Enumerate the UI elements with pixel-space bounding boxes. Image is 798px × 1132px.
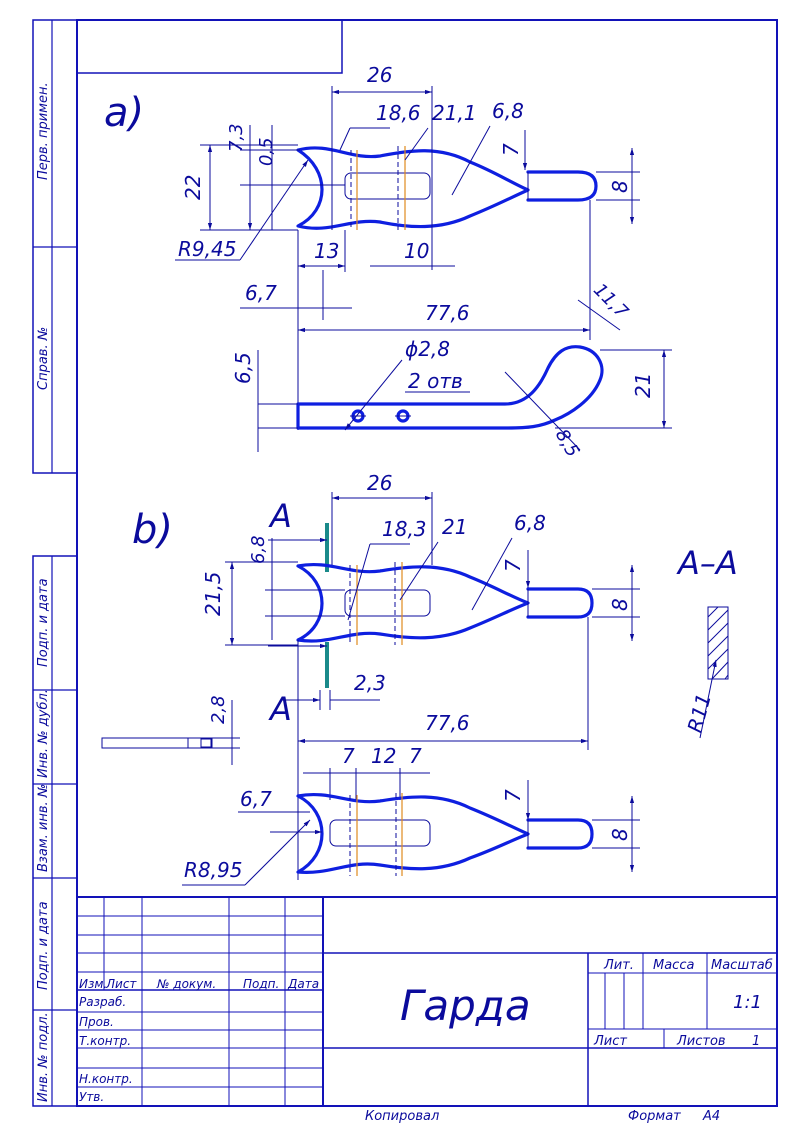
tb-sheets-value: 1 xyxy=(752,1034,760,1049)
guard-a-slot xyxy=(344,172,431,200)
tb-izm: Изм. xyxy=(79,977,107,991)
footer-kopiroval: Копировал xyxy=(365,1109,439,1124)
dim-a-22: 22 xyxy=(181,175,205,200)
dim-a-6-5: 6,5 xyxy=(231,352,255,384)
dim-b-12: 12 xyxy=(371,744,396,768)
dim-b-2-8: 2,8 xyxy=(208,695,229,724)
dim-b-6-7: 6,7 xyxy=(240,787,272,811)
footer-format-value: А4 xyxy=(702,1109,720,1124)
dim-b-8: 8 xyxy=(608,598,632,611)
tb-podp: Подп. xyxy=(243,977,279,991)
dim-b-6-8: 6,8 xyxy=(514,511,546,535)
section-a-top: A xyxy=(268,497,292,535)
tb-utv: Утв. xyxy=(79,1090,104,1104)
dim-b-7a: 7 xyxy=(342,744,355,768)
dim-a-11-7: 11,7 xyxy=(589,279,633,323)
tb-masshtab: Масштаб xyxy=(711,958,773,973)
tb-massa: Масса xyxy=(653,958,694,973)
dim-b-8-low: 8 xyxy=(608,828,632,841)
tb-n-dokum: № докум. xyxy=(156,977,216,991)
dim-a-18-6: 18,6 xyxy=(376,101,421,125)
section-a-a-label: A–A xyxy=(676,544,738,582)
sheet-frame xyxy=(32,19,778,1107)
dim-a-26: 26 xyxy=(367,63,392,87)
stamp-podp-data-1: Подп. и дата xyxy=(36,578,51,667)
dim-b-18-3: 18,3 xyxy=(382,517,427,541)
stamp-perv-primen: Перв. примен. xyxy=(36,82,51,180)
title-block-text: Изм. Лист № докум. Подп. Дата Разраб. Пр… xyxy=(79,958,773,1104)
guard-b-top-outline xyxy=(296,563,530,643)
footer: Копировал Формат А4 xyxy=(365,1109,720,1124)
dim-b-6-8-left: 6,8 xyxy=(248,535,269,564)
view-a: a) 26 18,6 21,1 6,8 7 8 22 7,3 0,5 R9,45… xyxy=(104,63,672,461)
stamp-podp-data-2: Подп. и дата xyxy=(36,901,51,990)
dim-a-77-6: 77,6 xyxy=(425,301,470,325)
dim-a-10: 10 xyxy=(404,239,429,263)
footer-format: Формат xyxy=(628,1109,681,1124)
tb-nkontr: Н.контр. xyxy=(79,1072,133,1086)
section-a-a-profile xyxy=(707,606,729,680)
dim-a-13: 13 xyxy=(314,239,339,263)
dim-b-77-6: 77,6 xyxy=(425,711,470,735)
section-hatching xyxy=(707,606,729,680)
dim-b-r11: R11 xyxy=(683,691,716,735)
dim-a-8-5: 8,5 xyxy=(551,426,584,461)
dim-b-7: 7 xyxy=(501,559,525,572)
dim-a-6-7: 6,7 xyxy=(245,281,277,305)
dim-a-6-8: 6,8 xyxy=(492,99,524,123)
dim-a-phi2-8: ϕ2,8 xyxy=(405,337,450,361)
title-block xyxy=(77,896,777,1106)
tb-scale-value: 1:1 xyxy=(733,992,762,1013)
guard-a-top-outline xyxy=(296,146,530,230)
tb-title: Гарда xyxy=(400,981,531,1030)
guard-b-bottom-outline xyxy=(296,793,530,874)
dim-a-7-3: 7,3 xyxy=(226,123,247,152)
stamp-sprav-no: Справ. № xyxy=(36,327,51,390)
view-a-label: a) xyxy=(104,90,144,136)
dim-a-8: 8 xyxy=(608,180,632,193)
tb-prov: Пров. xyxy=(79,1015,114,1029)
dim-b-21-5: 21,5 xyxy=(201,571,225,616)
dim-b-r8-95: R8,95 xyxy=(184,858,242,882)
view-b-label: b) xyxy=(132,507,173,553)
dim-b-2-3: 2,3 xyxy=(354,671,386,695)
tb-sheet-label: Лист xyxy=(593,1034,627,1049)
tb-razrab: Разраб. xyxy=(79,995,126,1009)
dim-b-21: 21 xyxy=(442,515,467,539)
tb-data: Дата xyxy=(287,977,319,991)
dim-b-7-low: 7 xyxy=(501,789,525,802)
tb-tkontr: Т.контр. xyxy=(79,1034,131,1048)
stamp-inv-dubl: Инв. № дубл. xyxy=(36,689,51,778)
stamp-vzam-inv: Взам. инв. № xyxy=(36,784,51,872)
guard-a-tang xyxy=(526,170,598,202)
guard-b-side-bar xyxy=(101,737,213,749)
tb-list: Лист xyxy=(105,977,137,991)
dim-a-21-1: 21,1 xyxy=(432,101,477,125)
dim-a-0-5: 0,5 xyxy=(256,137,277,166)
guard-a-side-outline xyxy=(296,345,604,430)
tb-lit: Лит. xyxy=(603,958,634,973)
dim-b-7b: 7 xyxy=(409,744,422,768)
dim-b-26: 26 xyxy=(367,471,392,495)
tb-sheets-label: Листов xyxy=(676,1034,726,1049)
dim-a-21: 21 xyxy=(631,373,655,398)
view-b: b) A A 26 18,3 21 6,8 7 8 21,5 6,8 2,3 2… xyxy=(101,471,738,886)
dim-a-7: 7 xyxy=(499,143,523,156)
section-a-bottom: A xyxy=(268,690,292,728)
dim-a-r9-45: R9,45 xyxy=(178,237,236,261)
dim-a-holes: 2 отв xyxy=(408,369,463,393)
stamp-inv-podl: Инв. № подл. xyxy=(36,1012,51,1102)
side-stamps: Перв. примен. Справ. № Подп. и дата Инв.… xyxy=(36,82,51,1102)
